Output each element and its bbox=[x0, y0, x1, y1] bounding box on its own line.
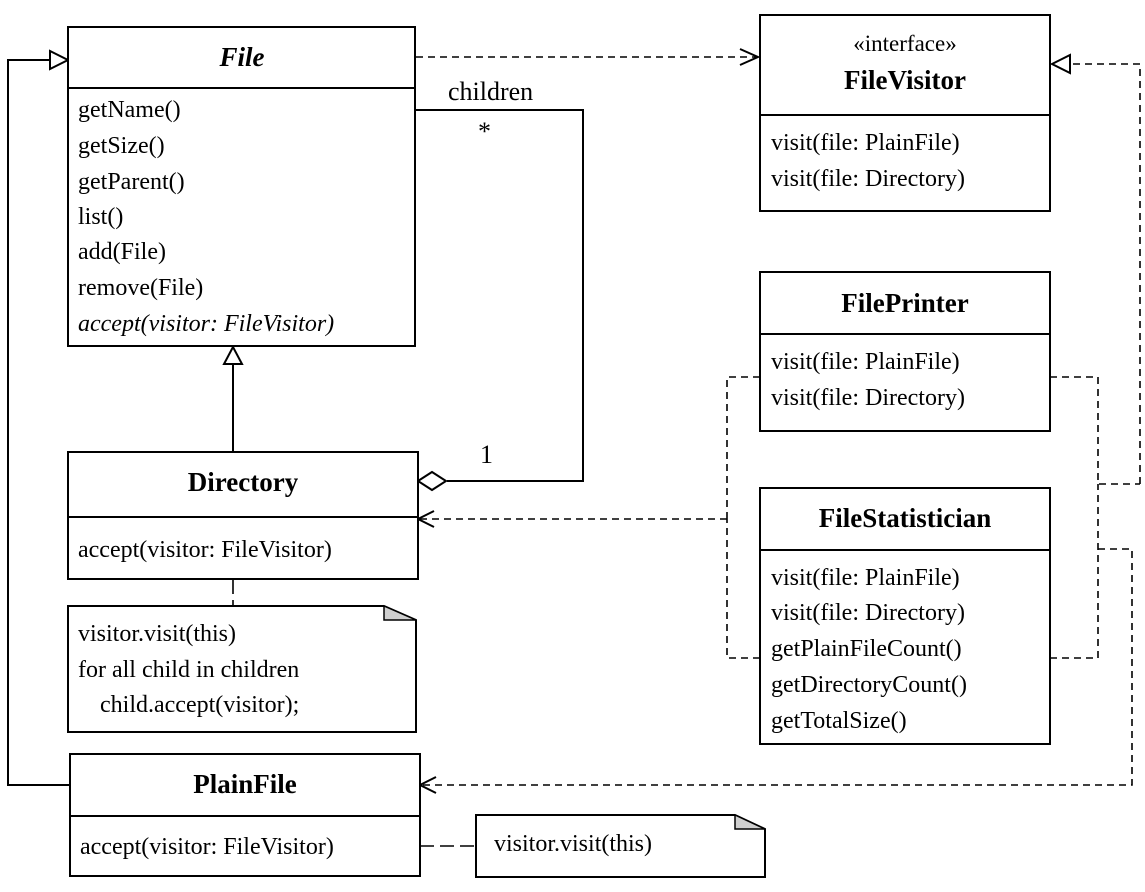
class-file-member: list() bbox=[78, 204, 123, 230]
class-file-statistician-member: visit(file: Directory) bbox=[771, 600, 965, 626]
note-fold-icon bbox=[383, 604, 417, 621]
multiplicity-many-label: * bbox=[478, 117, 491, 146]
filestatistician-realization-line bbox=[1050, 484, 1099, 659]
filevisitor-realization-line bbox=[1070, 63, 1141, 484]
note-fold-icon bbox=[734, 813, 766, 830]
note-line: visitor.visit(this) bbox=[78, 621, 236, 647]
class-file-visitor-title: FileVisitor bbox=[844, 65, 966, 95]
note-line: for all child in children bbox=[78, 657, 299, 683]
class-file-statistician-title: FileStatistician bbox=[819, 503, 991, 533]
class-file-visitor-member: visit(file: PlainFile) bbox=[771, 130, 960, 156]
plainfile-dependency-line bbox=[420, 548, 1133, 786]
class-file-member: getSize() bbox=[78, 133, 165, 159]
dependency-arrowhead-icon bbox=[739, 48, 761, 66]
fileprinter-directory-dependency-line bbox=[726, 376, 760, 519]
class-file-printer-member: visit(file: Directory) bbox=[771, 385, 965, 411]
class-file-statistician-member: getPlainFileCount() bbox=[771, 636, 962, 662]
note-directory-accept: visitor.visit(this) for all child in chi… bbox=[67, 604, 417, 733]
fileprinter-realization-line bbox=[1050, 376, 1140, 485]
note-line: child.accept(visitor); bbox=[100, 692, 299, 718]
class-file-title: File bbox=[219, 42, 265, 72]
class-file-printer-member: visit(file: PlainFile) bbox=[771, 349, 960, 375]
class-file-printer: FilePrinter visit(file: PlainFile) visit… bbox=[759, 271, 1051, 432]
note-plainfile-accept: visitor.visit(this) bbox=[475, 813, 766, 878]
class-file-printer-title: FilePrinter bbox=[841, 288, 968, 318]
class-file-member: add(File) bbox=[78, 239, 166, 265]
class-plain-file-member: accept(visitor: FileVisitor) bbox=[80, 834, 334, 860]
class-file-visitor-member: visit(file: Directory) bbox=[771, 166, 965, 192]
plainfile-generalization-line bbox=[7, 59, 70, 786]
note-line: visitor.visit(this) bbox=[494, 831, 652, 857]
class-file-member: getParent() bbox=[78, 169, 185, 195]
class-directory: Directory accept(visitor: FileVisitor) bbox=[67, 451, 419, 580]
class-file-visitor-stereotype: «interface» bbox=[853, 31, 956, 56]
class-directory-title: Directory bbox=[188, 467, 299, 497]
class-plain-file: PlainFile accept(visitor: FileVisitor) bbox=[69, 753, 421, 877]
class-file: File getName() getSize() getParent() lis… bbox=[67, 26, 416, 347]
class-directory-member: accept(visitor: FileVisitor) bbox=[78, 537, 332, 563]
generalization-arrowhead-icon bbox=[49, 49, 71, 71]
class-file-visitor: «interface» FileVisitor visit(file: Plai… bbox=[759, 14, 1051, 212]
class-file-member: remove(File) bbox=[78, 275, 203, 301]
class-file-statistician-member: visit(file: PlainFile) bbox=[771, 565, 960, 591]
generalization-arrowhead-icon bbox=[222, 344, 244, 365]
aggregation-diamond-icon bbox=[416, 470, 448, 492]
class-file-member-abstract: accept(visitor: FileVisitor) bbox=[78, 311, 334, 337]
class-file-member: getName() bbox=[78, 97, 181, 123]
class-file-statistician-member: getTotalSize() bbox=[771, 708, 907, 734]
realization-arrowhead-icon bbox=[1049, 53, 1071, 75]
children-aggregation-line bbox=[416, 109, 584, 482]
class-plain-file-title: PlainFile bbox=[193, 769, 297, 799]
children-role-label: children bbox=[448, 77, 533, 106]
class-file-statistician: FileStatistician visit(file: PlainFile) … bbox=[759, 487, 1051, 745]
filestatistician-directory-dependency-line bbox=[726, 519, 760, 659]
class-file-statistician-member: getDirectoryCount() bbox=[771, 672, 967, 698]
multiplicity-one-label: 1 bbox=[480, 440, 493, 469]
